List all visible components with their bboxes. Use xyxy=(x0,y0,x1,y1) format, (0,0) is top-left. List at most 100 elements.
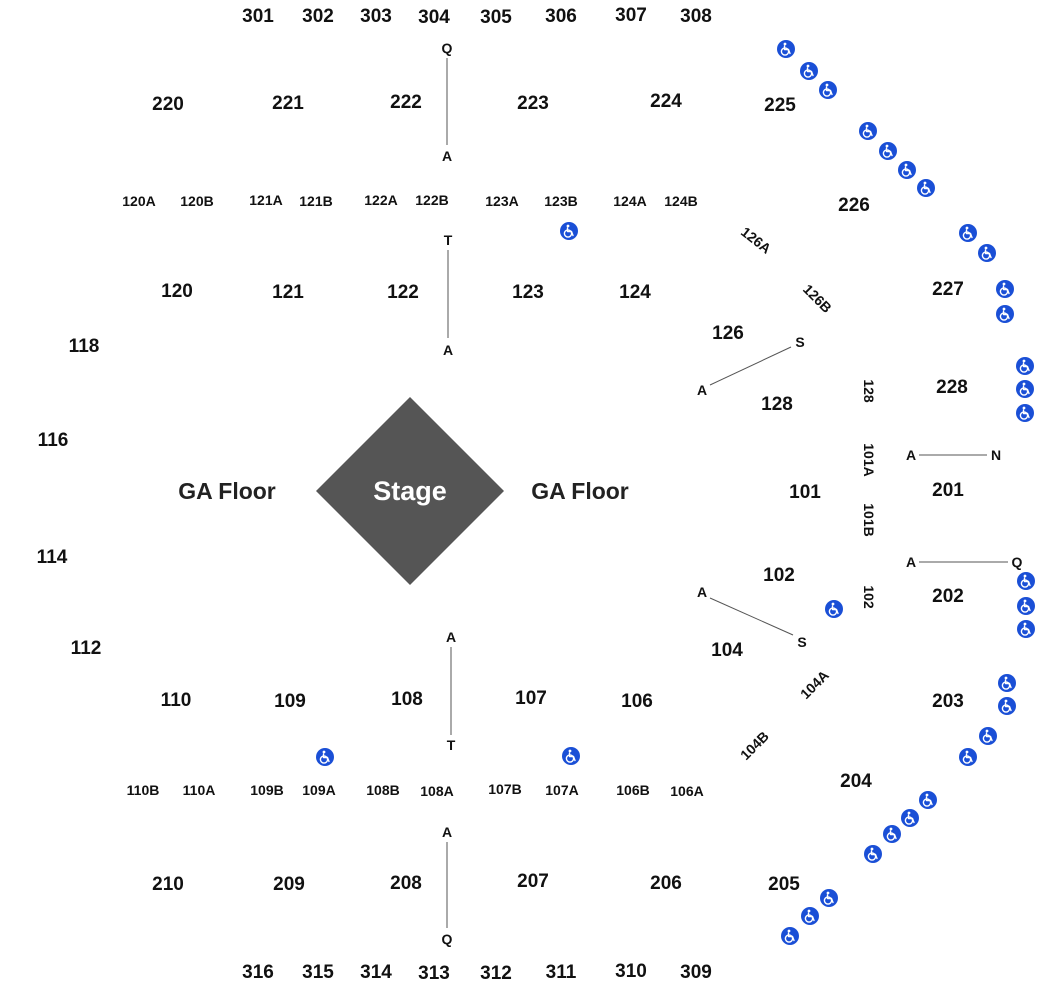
subsection-110a[interactable]: 110A xyxy=(183,782,216,798)
subsection-124a[interactable]: 124A xyxy=(613,193,646,209)
row-marker-104-a: A xyxy=(697,584,707,600)
section-309[interactable]: 309 xyxy=(680,962,712,983)
section-112[interactable]: 112 xyxy=(71,638,102,659)
subsection-121a[interactable]: 121A xyxy=(249,192,282,208)
section-116[interactable]: 116 xyxy=(38,430,69,451)
subsection-126a[interactable]: 126A xyxy=(738,223,774,256)
section-120[interactable]: 120 xyxy=(161,281,193,302)
subsection-108b[interactable]: 108B xyxy=(366,782,399,798)
section-104[interactable]: 104 xyxy=(711,640,743,661)
subsection-121b[interactable]: 121B xyxy=(299,193,332,209)
section-312[interactable]: 312 xyxy=(480,963,512,984)
section-313[interactable]: 313 xyxy=(418,963,450,984)
wheelchair-accessible-icon xyxy=(879,142,897,160)
subsection-120b[interactable]: 120B xyxy=(180,193,213,209)
subsection-123b[interactable]: 123B xyxy=(544,193,577,209)
section-315[interactable]: 315 xyxy=(302,962,334,983)
section-224[interactable]: 224 xyxy=(650,91,682,112)
ga-floor-left[interactable]: GA Floor xyxy=(178,478,276,504)
section-205[interactable]: 205 xyxy=(768,874,800,895)
stage[interactable] xyxy=(316,397,504,585)
wheelchair-accessible-icon xyxy=(901,809,919,827)
section-202[interactable]: 202 xyxy=(932,586,964,607)
section-227[interactable]: 227 xyxy=(932,279,964,300)
section-203[interactable]: 203 xyxy=(932,691,964,712)
section-204[interactable]: 204 xyxy=(840,771,872,792)
subsection-122a[interactable]: 122A xyxy=(364,192,397,208)
section-314[interactable]: 314 xyxy=(360,962,392,983)
section-206[interactable]: 206 xyxy=(650,873,682,894)
subsection-104b[interactable]: 104B xyxy=(737,728,772,763)
section-118[interactable]: 118 xyxy=(69,336,100,357)
section-201[interactable]: 201 xyxy=(932,480,964,501)
section-110[interactable]: 110 xyxy=(161,690,192,711)
section-228[interactable]: 228 xyxy=(936,377,968,398)
section-124[interactable]: 124 xyxy=(619,282,651,303)
row-marker-104-s: S xyxy=(797,634,806,650)
row-line-126-128 xyxy=(709,346,792,386)
section-210[interactable]: 210 xyxy=(152,874,184,895)
subsection-106b[interactable]: 106B xyxy=(616,782,649,798)
section-102[interactable]: 102 xyxy=(763,565,795,586)
wheelchair-accessible-icon xyxy=(825,600,843,618)
section-114[interactable]: 114 xyxy=(37,547,68,568)
subsection-101a[interactable]: 101A xyxy=(861,443,877,476)
section-221[interactable]: 221 xyxy=(272,93,304,114)
section-123[interactable]: 123 xyxy=(512,282,544,303)
section-122[interactable]: 122 xyxy=(387,282,419,303)
section-220[interactable]: 220 xyxy=(152,94,184,115)
section-109[interactable]: 109 xyxy=(274,691,306,712)
section-226[interactable]: 226 xyxy=(838,195,870,216)
subsection-102[interactable]: 102 xyxy=(861,585,877,609)
row-marker-126-s: S xyxy=(795,334,804,350)
section-207[interactable]: 207 xyxy=(517,871,549,892)
section-301[interactable]: 301 xyxy=(242,6,274,27)
subsection-110b[interactable]: 110B xyxy=(127,782,160,798)
section-128[interactable]: 128 xyxy=(761,394,793,415)
section-310[interactable]: 310 xyxy=(615,961,647,982)
section-208[interactable]: 208 xyxy=(390,873,422,894)
section-106[interactable]: 106 xyxy=(621,691,653,712)
wheelchair-accessible-icon xyxy=(898,161,916,179)
subsection-101b[interactable]: 101B xyxy=(861,503,877,536)
section-305[interactable]: 305 xyxy=(480,7,512,28)
subsection-126b[interactable]: 126B xyxy=(800,281,835,316)
section-223[interactable]: 223 xyxy=(517,93,549,114)
subsection-123a[interactable]: 123A xyxy=(485,193,518,209)
wheelchair-accessible-icon xyxy=(1016,404,1034,422)
section-306[interactable]: 306 xyxy=(545,6,577,27)
section-304[interactable]: 304 xyxy=(418,7,450,28)
section-121[interactable]: 121 xyxy=(272,282,304,303)
wheelchair-accessible-icon xyxy=(1016,380,1034,398)
subsection-109b[interactable]: 109B xyxy=(250,782,283,798)
section-222[interactable]: 222 xyxy=(390,92,422,113)
section-209[interactable]: 209 xyxy=(273,874,305,895)
section-225[interactable]: 225 xyxy=(764,95,796,116)
subsection-109a[interactable]: 109A xyxy=(302,782,335,798)
section-303[interactable]: 303 xyxy=(360,6,392,27)
subsection-104a[interactable]: 104A xyxy=(797,667,832,702)
section-308[interactable]: 308 xyxy=(680,6,712,27)
subsection-108a[interactable]: 108A xyxy=(420,783,453,799)
subsection-107a[interactable]: 107A xyxy=(545,782,578,798)
wheelchair-accessible-icon xyxy=(959,748,977,766)
section-101[interactable]: 101 xyxy=(789,482,821,503)
section-311[interactable]: 311 xyxy=(546,962,577,983)
subsection-122b[interactable]: 122B xyxy=(415,192,448,208)
section-108[interactable]: 108 xyxy=(391,689,423,710)
wheelchair-accessible-icon xyxy=(979,727,997,745)
section-107[interactable]: 107 xyxy=(515,688,547,709)
subsection-120a[interactable]: 120A xyxy=(122,193,155,209)
subsection-128[interactable]: 128 xyxy=(861,379,877,403)
subsection-124b[interactable]: 124B xyxy=(664,193,697,209)
row-marker-201-a: A xyxy=(906,447,916,463)
section-316[interactable]: 316 xyxy=(242,962,274,983)
section-307[interactable]: 307 xyxy=(615,5,647,26)
subsection-106a[interactable]: 106A xyxy=(670,783,703,799)
row-marker-108-a: A xyxy=(446,629,456,645)
subsection-107b[interactable]: 107B xyxy=(488,781,521,797)
section-302[interactable]: 302 xyxy=(302,6,334,27)
ga-floor-right[interactable]: GA Floor xyxy=(531,478,629,504)
section-126[interactable]: 126 xyxy=(712,323,744,344)
